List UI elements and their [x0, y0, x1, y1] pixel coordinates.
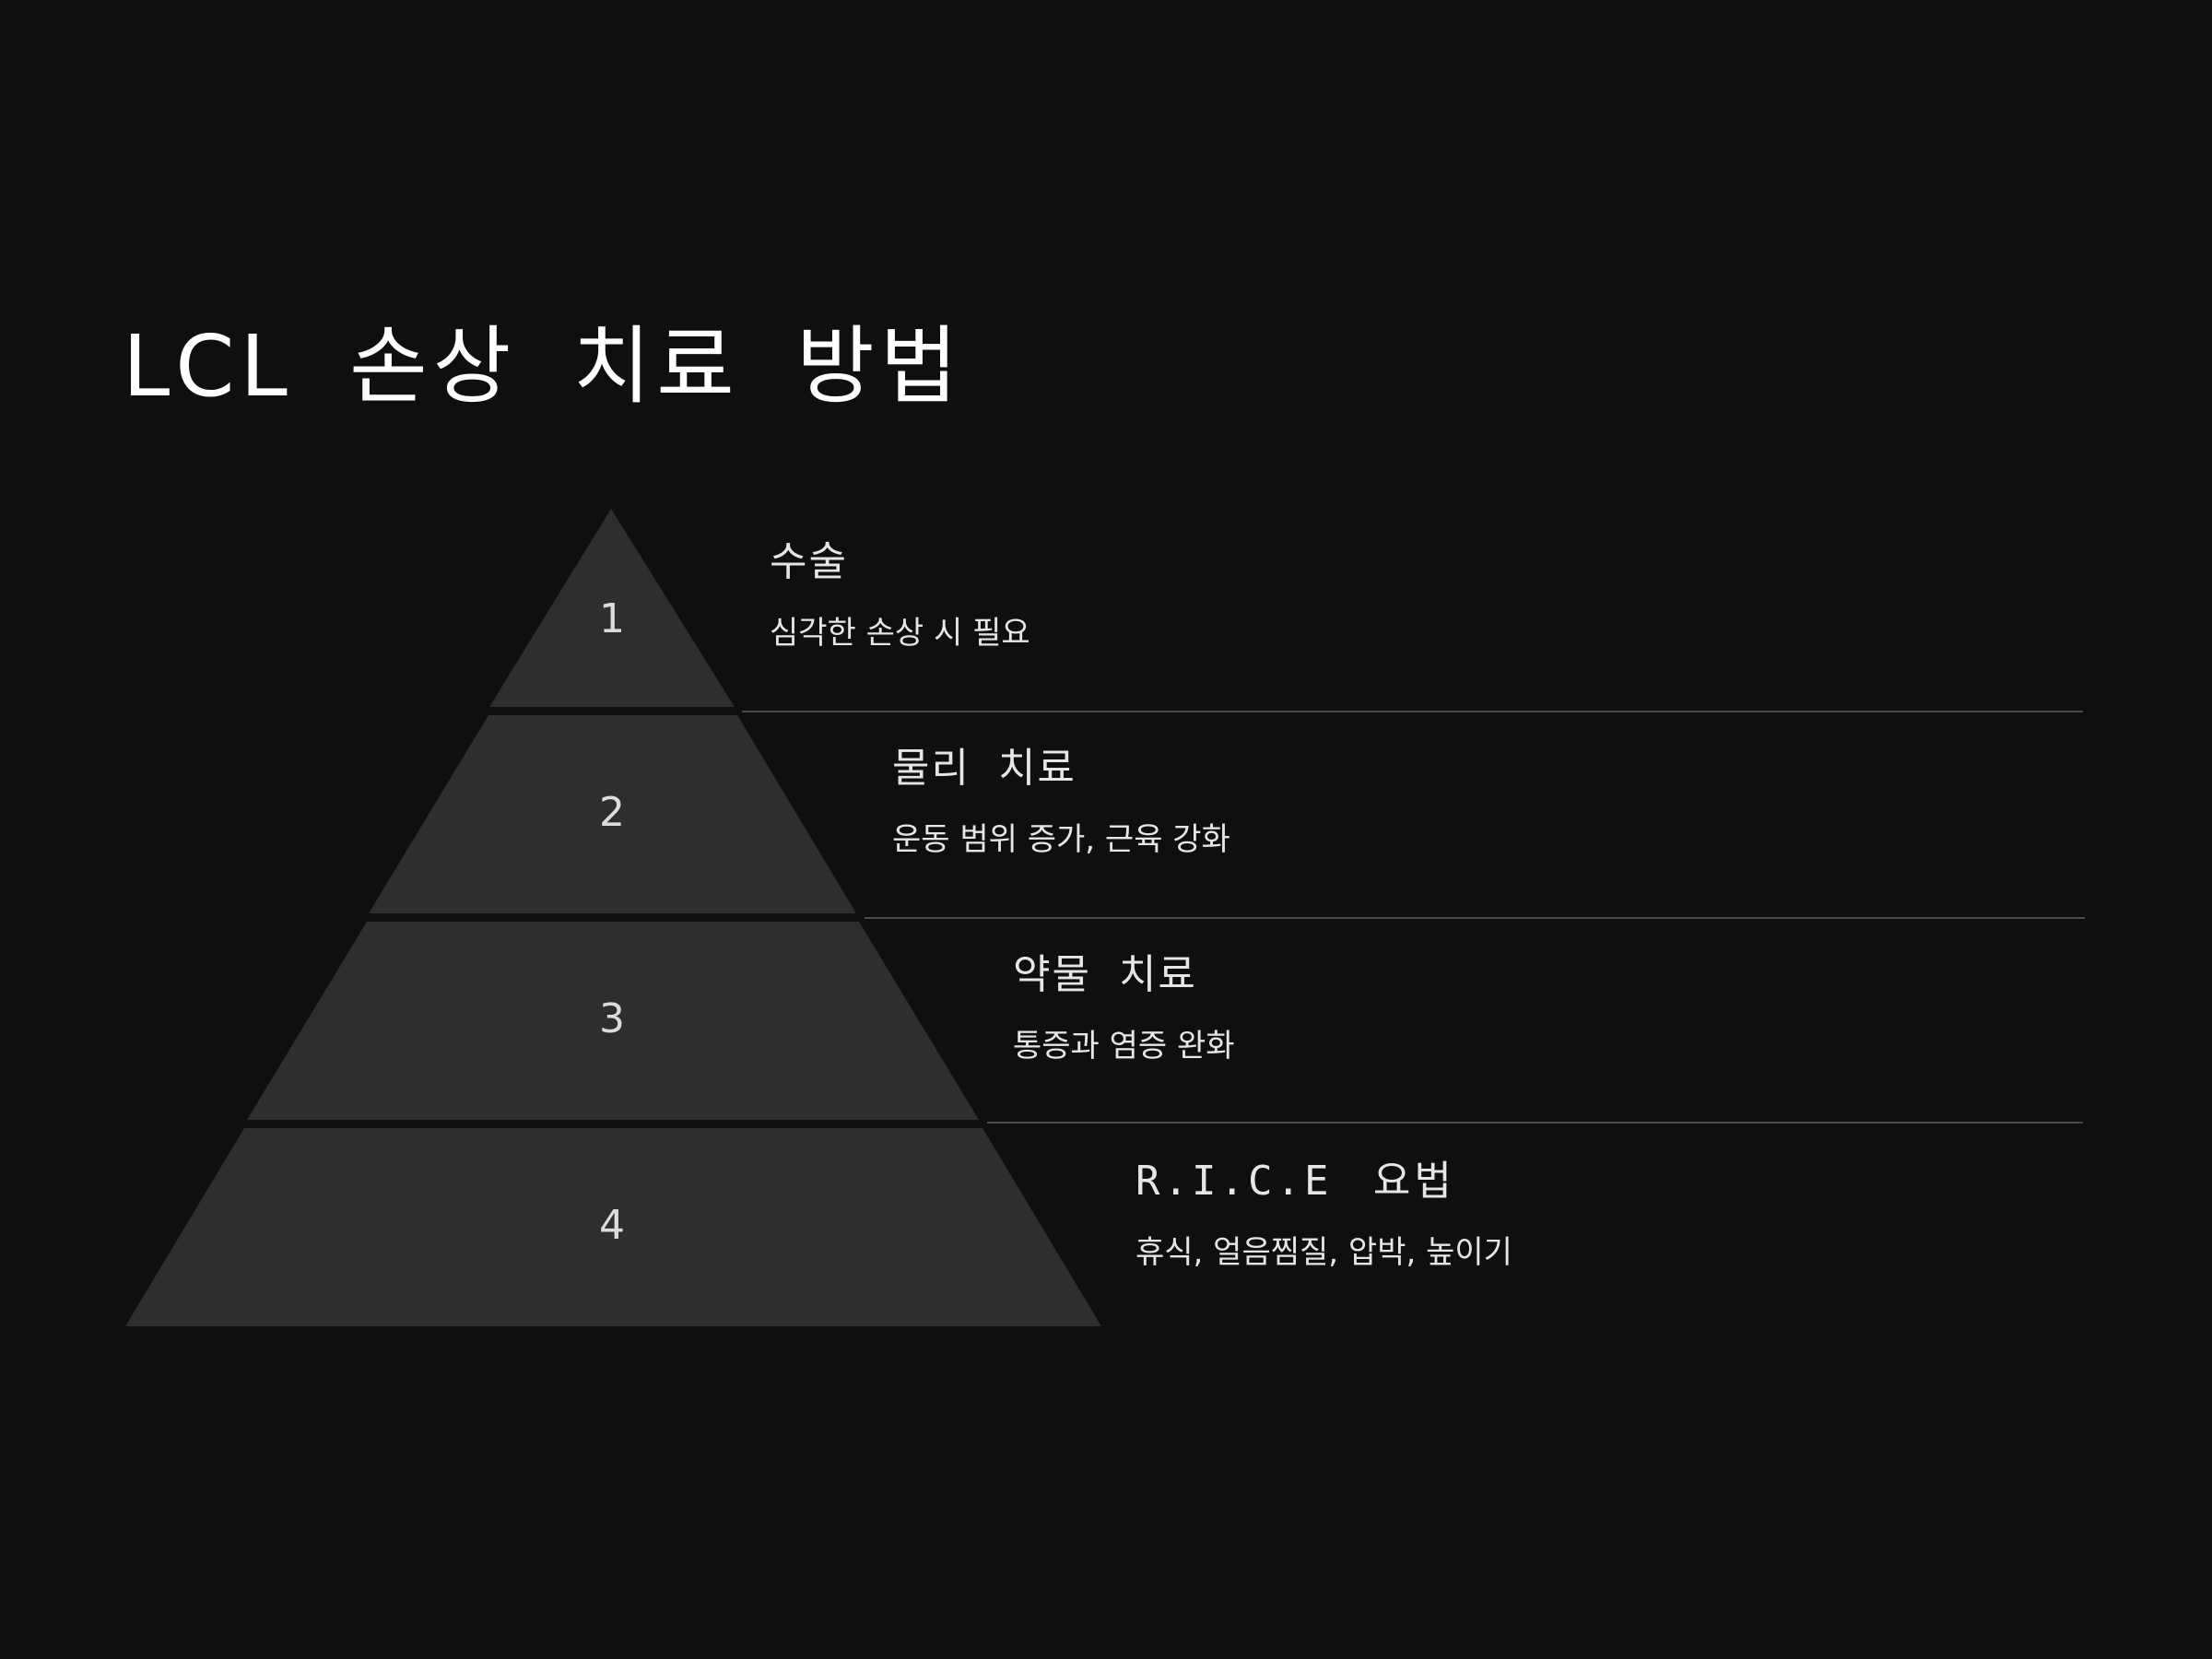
level-2-heading: 물리 치료 [892, 745, 1077, 792]
page-title: LCL 손상 치료 방법 [123, 317, 964, 416]
level-4-description: 휴식, 얼음찜질, 압박, 높이기 [1135, 1233, 1512, 1271]
tier-number-3: 3 [599, 995, 625, 1042]
pyramid-tier-3 [247, 922, 979, 1120]
level-1-text: 수술 심각한 손상 시 필요 [770, 538, 1030, 653]
level-2-text: 물리 치료 운동 범위 증가, 근육 강화 [892, 745, 1230, 859]
tier-number-1: 1 [599, 595, 625, 642]
level-3-description: 통증과 염증 완화 [1013, 1027, 1235, 1065]
pyramid-tier-4 [125, 1128, 1101, 1326]
tier-number-2: 2 [599, 789, 625, 836]
level-2-description: 운동 범위 증가, 근육 강화 [892, 820, 1230, 858]
tier-number-4: 4 [599, 1202, 625, 1249]
level-1-description: 심각한 손상 시 필요 [770, 614, 1030, 652]
level-3-heading: 약물 치료 [1013, 951, 1197, 998]
pyramid-tier-2 [369, 715, 856, 913]
level-3-text: 약물 치료 통증과 염증 완화 [1013, 951, 1235, 1065]
pyramid-tier-1 [489, 509, 735, 707]
level-4-heading: R.I.C.E 요법 [1135, 1158, 1455, 1205]
level-1-heading: 수술 [770, 538, 848, 585]
level-4-text: R.I.C.E 요법 휴식, 얼음찜질, 압박, 높이기 [1135, 1158, 1512, 1272]
